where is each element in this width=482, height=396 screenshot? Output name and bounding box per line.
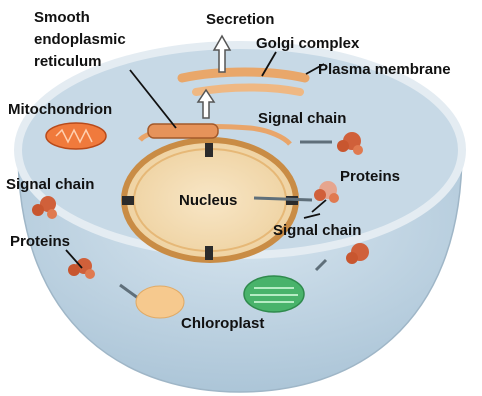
label-nucleus: Nucleus bbox=[179, 192, 237, 209]
smooth-er bbox=[148, 124, 218, 138]
label-signal-chain-right: Signal chain bbox=[273, 222, 361, 239]
label-proteins-left: Proteins bbox=[10, 233, 70, 250]
vesicle bbox=[136, 286, 184, 318]
label-chloroplast: Chloroplast bbox=[181, 315, 264, 332]
label-smooth-er-3: reticulum bbox=[34, 53, 102, 70]
label-smooth-er-1: Smooth bbox=[34, 9, 90, 26]
label-proteins-right: Proteins bbox=[340, 168, 400, 185]
label-signal-chain-top-right: Signal chain bbox=[258, 110, 346, 127]
mitochondrion-organelle bbox=[46, 123, 106, 149]
label-signal-chain-left: Signal chain bbox=[6, 176, 94, 193]
label-mitochondrion: Mitochondrion bbox=[8, 101, 112, 118]
signal-chain-rod-nucleus bbox=[254, 198, 312, 200]
chloroplast-organelle bbox=[244, 276, 304, 312]
label-golgi: Golgi complex bbox=[256, 35, 360, 52]
label-plasma-membrane: Plasma membrane bbox=[318, 61, 451, 78]
label-smooth-er-2: endoplasmic bbox=[34, 31, 126, 48]
label-secretion: Secretion bbox=[206, 11, 274, 28]
